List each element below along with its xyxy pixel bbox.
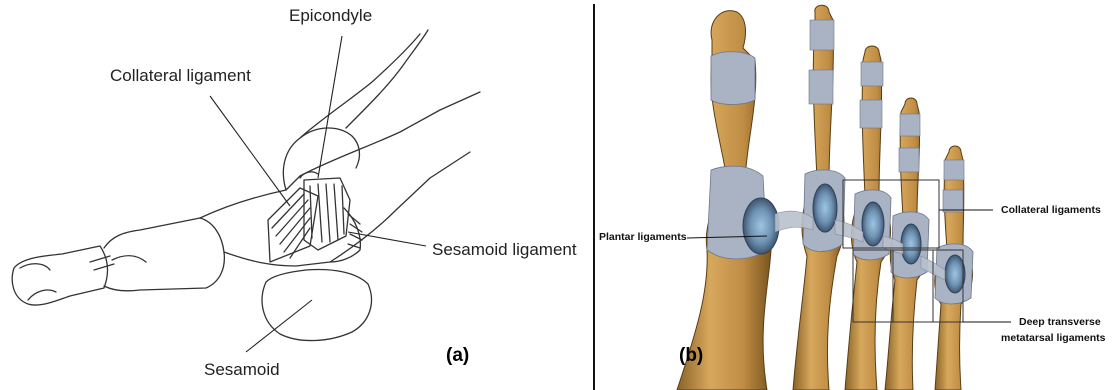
label-plantar-ligaments: Plantar ligaments [599,231,687,243]
label-deep-transverse-1: Deep transverse [1019,316,1101,328]
label-sesamoid-ligament: Sesamoid ligament [432,240,577,260]
middle-phalanx [104,218,224,291]
toe-3 [845,46,891,390]
joint-line-drawing [0,0,592,390]
label-collateral-ligament: Collateral ligament [110,66,251,86]
label-collateral-ligaments: Collateral ligaments [1001,204,1101,216]
label-epicondyle: Epicondyle [289,6,372,26]
toe-1 [677,11,779,390]
leader-sesamoid [246,300,312,352]
label-sesamoid: Sesamoid [204,360,280,380]
panel-a-tag: (a) [446,345,469,367]
panel-b-tag: (b) [679,345,703,367]
toe-2 [793,5,845,390]
panel-b-illustration: Plantar ligaments Collateral ligaments D… [597,0,1117,390]
panel-a-line-drawing: Epicondyle Collateral ligament Sesamoid … [0,0,592,390]
metatarsal-shaft [200,92,480,218]
sesamoid-shape [262,270,371,341]
leader-collateral-ligament [210,96,290,206]
panel-divider [593,4,595,390]
label-deep-transverse-2: metatarsal ligaments [1001,332,1105,344]
distal-phalanx [12,246,107,305]
